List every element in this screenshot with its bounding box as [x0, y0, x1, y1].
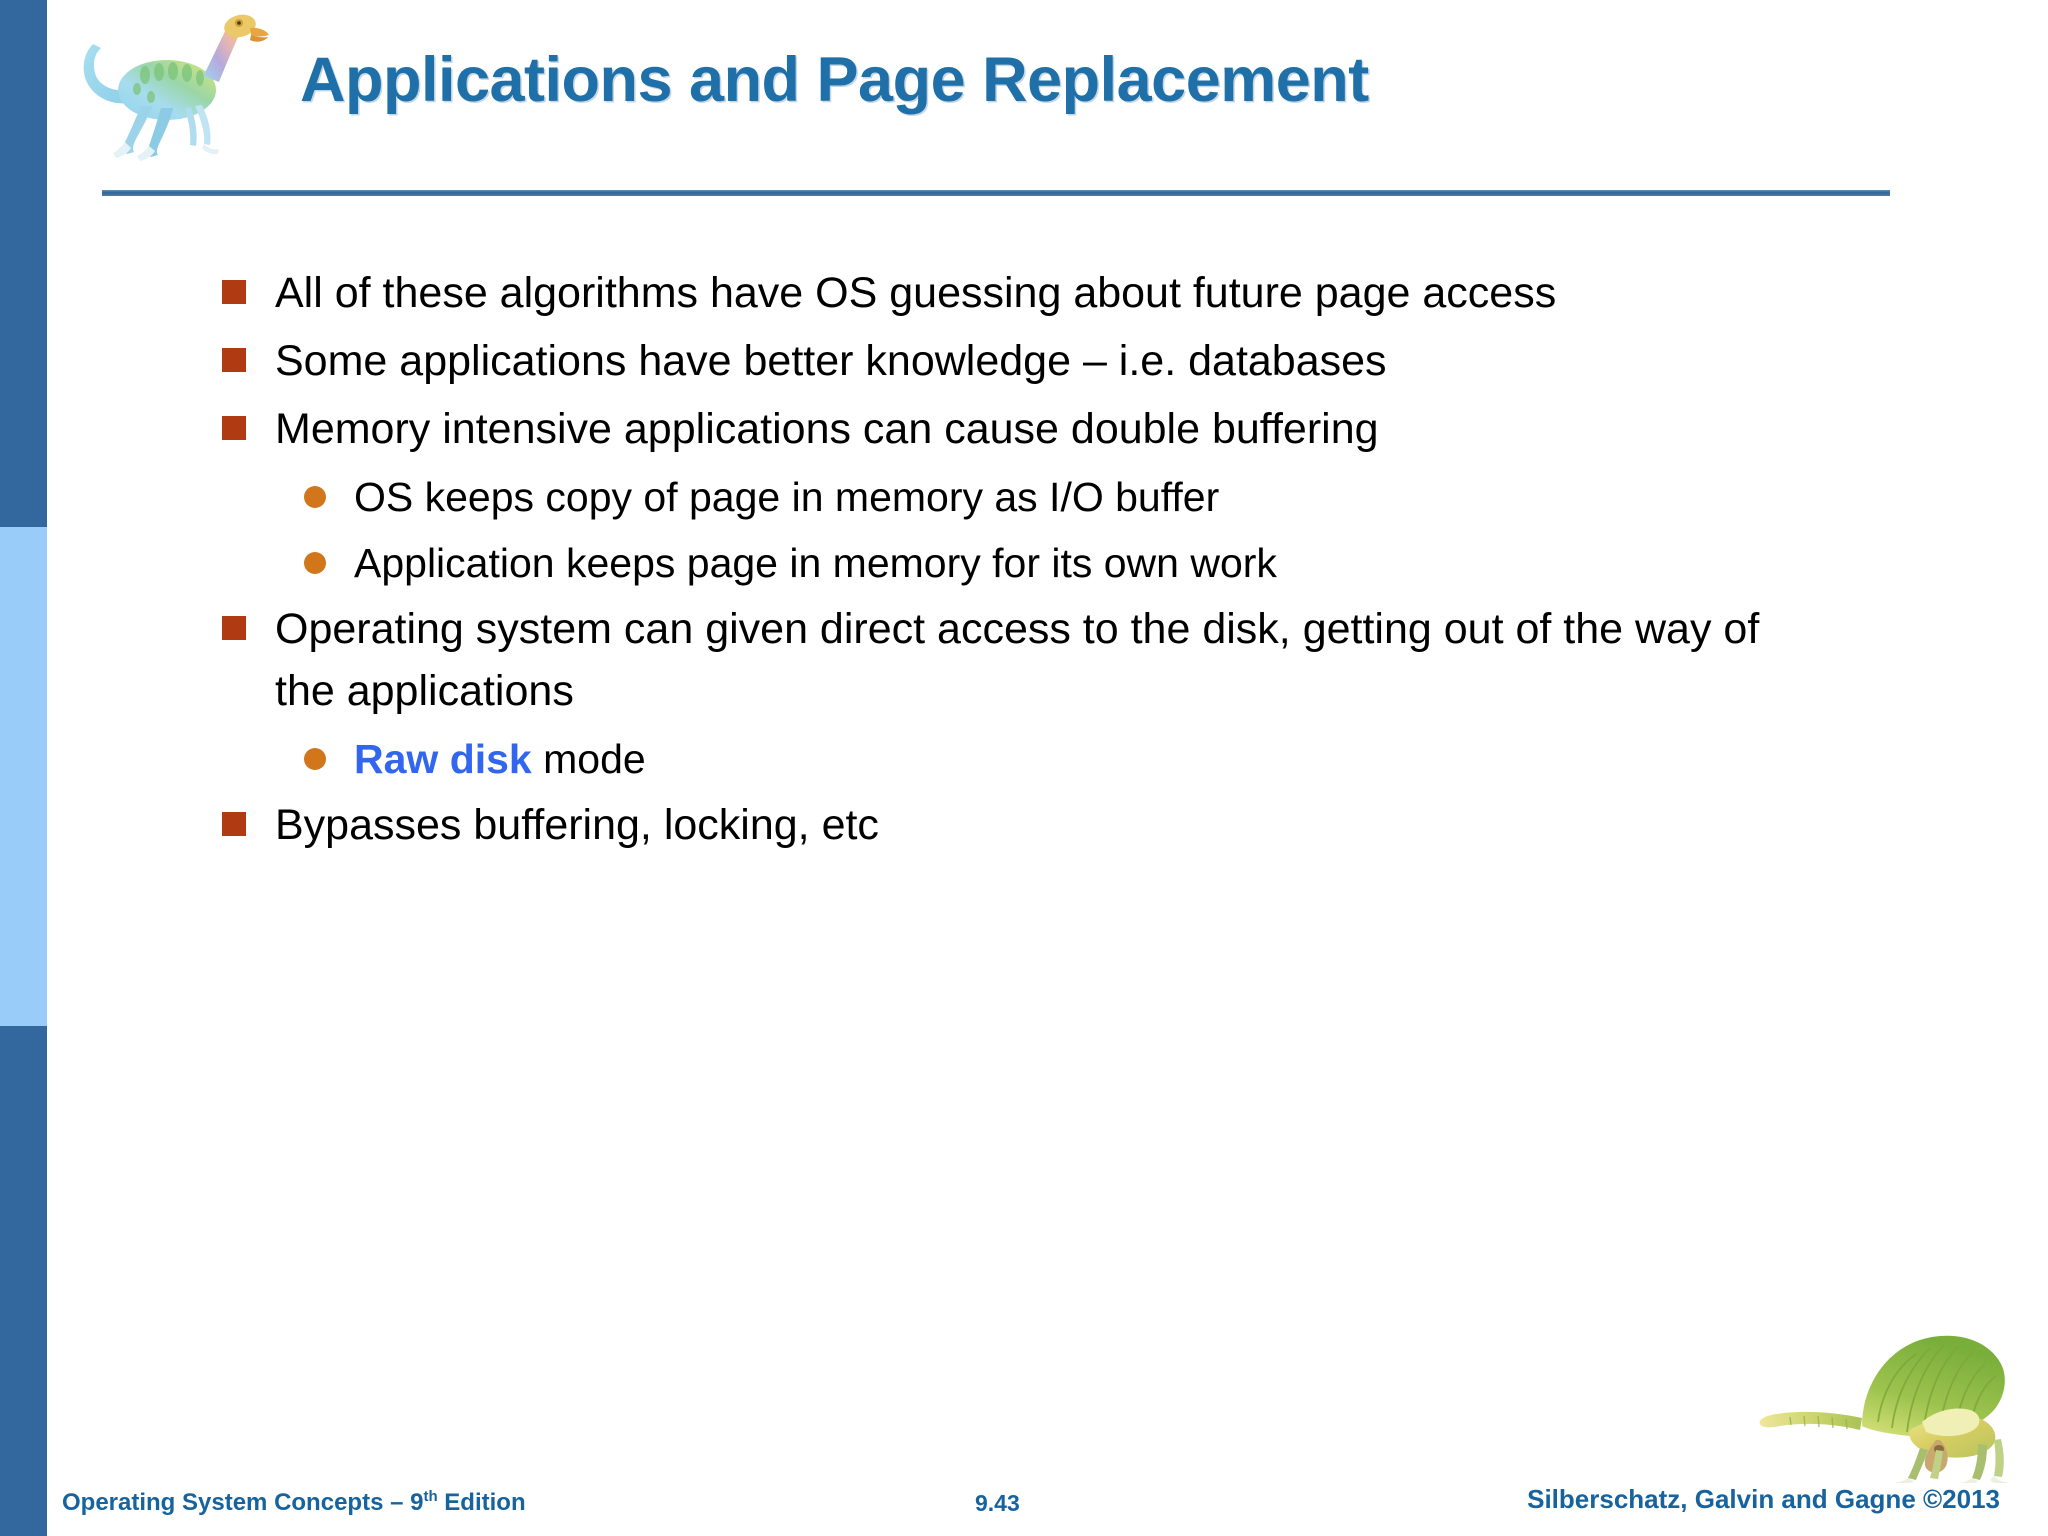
list-item-text: Raw disk mode — [354, 728, 646, 790]
square-bullet-icon — [222, 416, 246, 440]
list-item-text-rest: mode — [531, 736, 646, 782]
page-number: 9.43 — [975, 1490, 1020, 1516]
list-item: All of these algorithms have OS guessing… — [222, 262, 1882, 324]
dot-bullet-icon — [304, 748, 326, 770]
list-item: Some applications have better knowledge … — [222, 330, 1882, 392]
square-bullet-icon — [222, 616, 246, 640]
title-divider — [102, 190, 1890, 196]
list-item: Bypasses buffering, locking, etc — [222, 794, 1882, 856]
page-title: Applications and Page Replacement — [300, 45, 1369, 115]
highlight-term: Raw disk — [354, 736, 532, 782]
list-item: Application keeps page in memory for its… — [222, 532, 1882, 594]
footer-copyright: Silberschatz, Galvin and Gagne ©2013 — [1527, 1484, 2000, 1514]
sidebar-decoration — [0, 0, 47, 1536]
list-item-text: Some applications have better knowledge … — [275, 337, 1387, 385]
list-item-text: OS keeps copy of page in memory as I/O b… — [354, 474, 1220, 520]
list-item-text: All of these algorithms have OS guessing… — [275, 269, 1557, 317]
footer-book-title-main: Operating System Concepts – 9 — [62, 1489, 424, 1516]
list-item-text: Operating system can given direct access… — [275, 605, 1760, 715]
list-item: Operating system can given direct access… — [222, 598, 1882, 722]
list-item: Memory intensive applications can cause … — [222, 398, 1882, 460]
list-item-text: Bypasses buffering, locking, etc — [275, 801, 879, 849]
list-item-text: Memory intensive applications can cause … — [275, 405, 1379, 453]
list-item-raw-disk: Raw disk mode — [222, 728, 1882, 790]
bullet-list: All of these algorithms have OS guessing… — [222, 262, 1882, 862]
list-item-text: Application keeps page in memory for its… — [354, 540, 1277, 586]
list-item: OS keeps copy of page in memory as I/O b… — [222, 466, 1882, 528]
sidebar-band-middle — [0, 527, 47, 1026]
square-bullet-icon — [222, 812, 246, 836]
square-bullet-icon — [222, 280, 246, 304]
footer-book-title: Operating System Concepts – 9th Edition — [62, 1488, 526, 1517]
footer-dinosaur-icon — [1750, 1318, 2030, 1487]
dot-bullet-icon — [304, 552, 326, 574]
title-dinosaur-icon — [63, 2, 278, 162]
square-bullet-icon — [222, 348, 246, 372]
footer-book-ordinal: th — [423, 1488, 438, 1505]
sidebar-band-bottom — [0, 1026, 47, 1536]
sidebar-band-top — [0, 0, 47, 527]
dot-bullet-icon — [304, 486, 326, 508]
footer-book-title-tail: Edition — [437, 1489, 526, 1516]
